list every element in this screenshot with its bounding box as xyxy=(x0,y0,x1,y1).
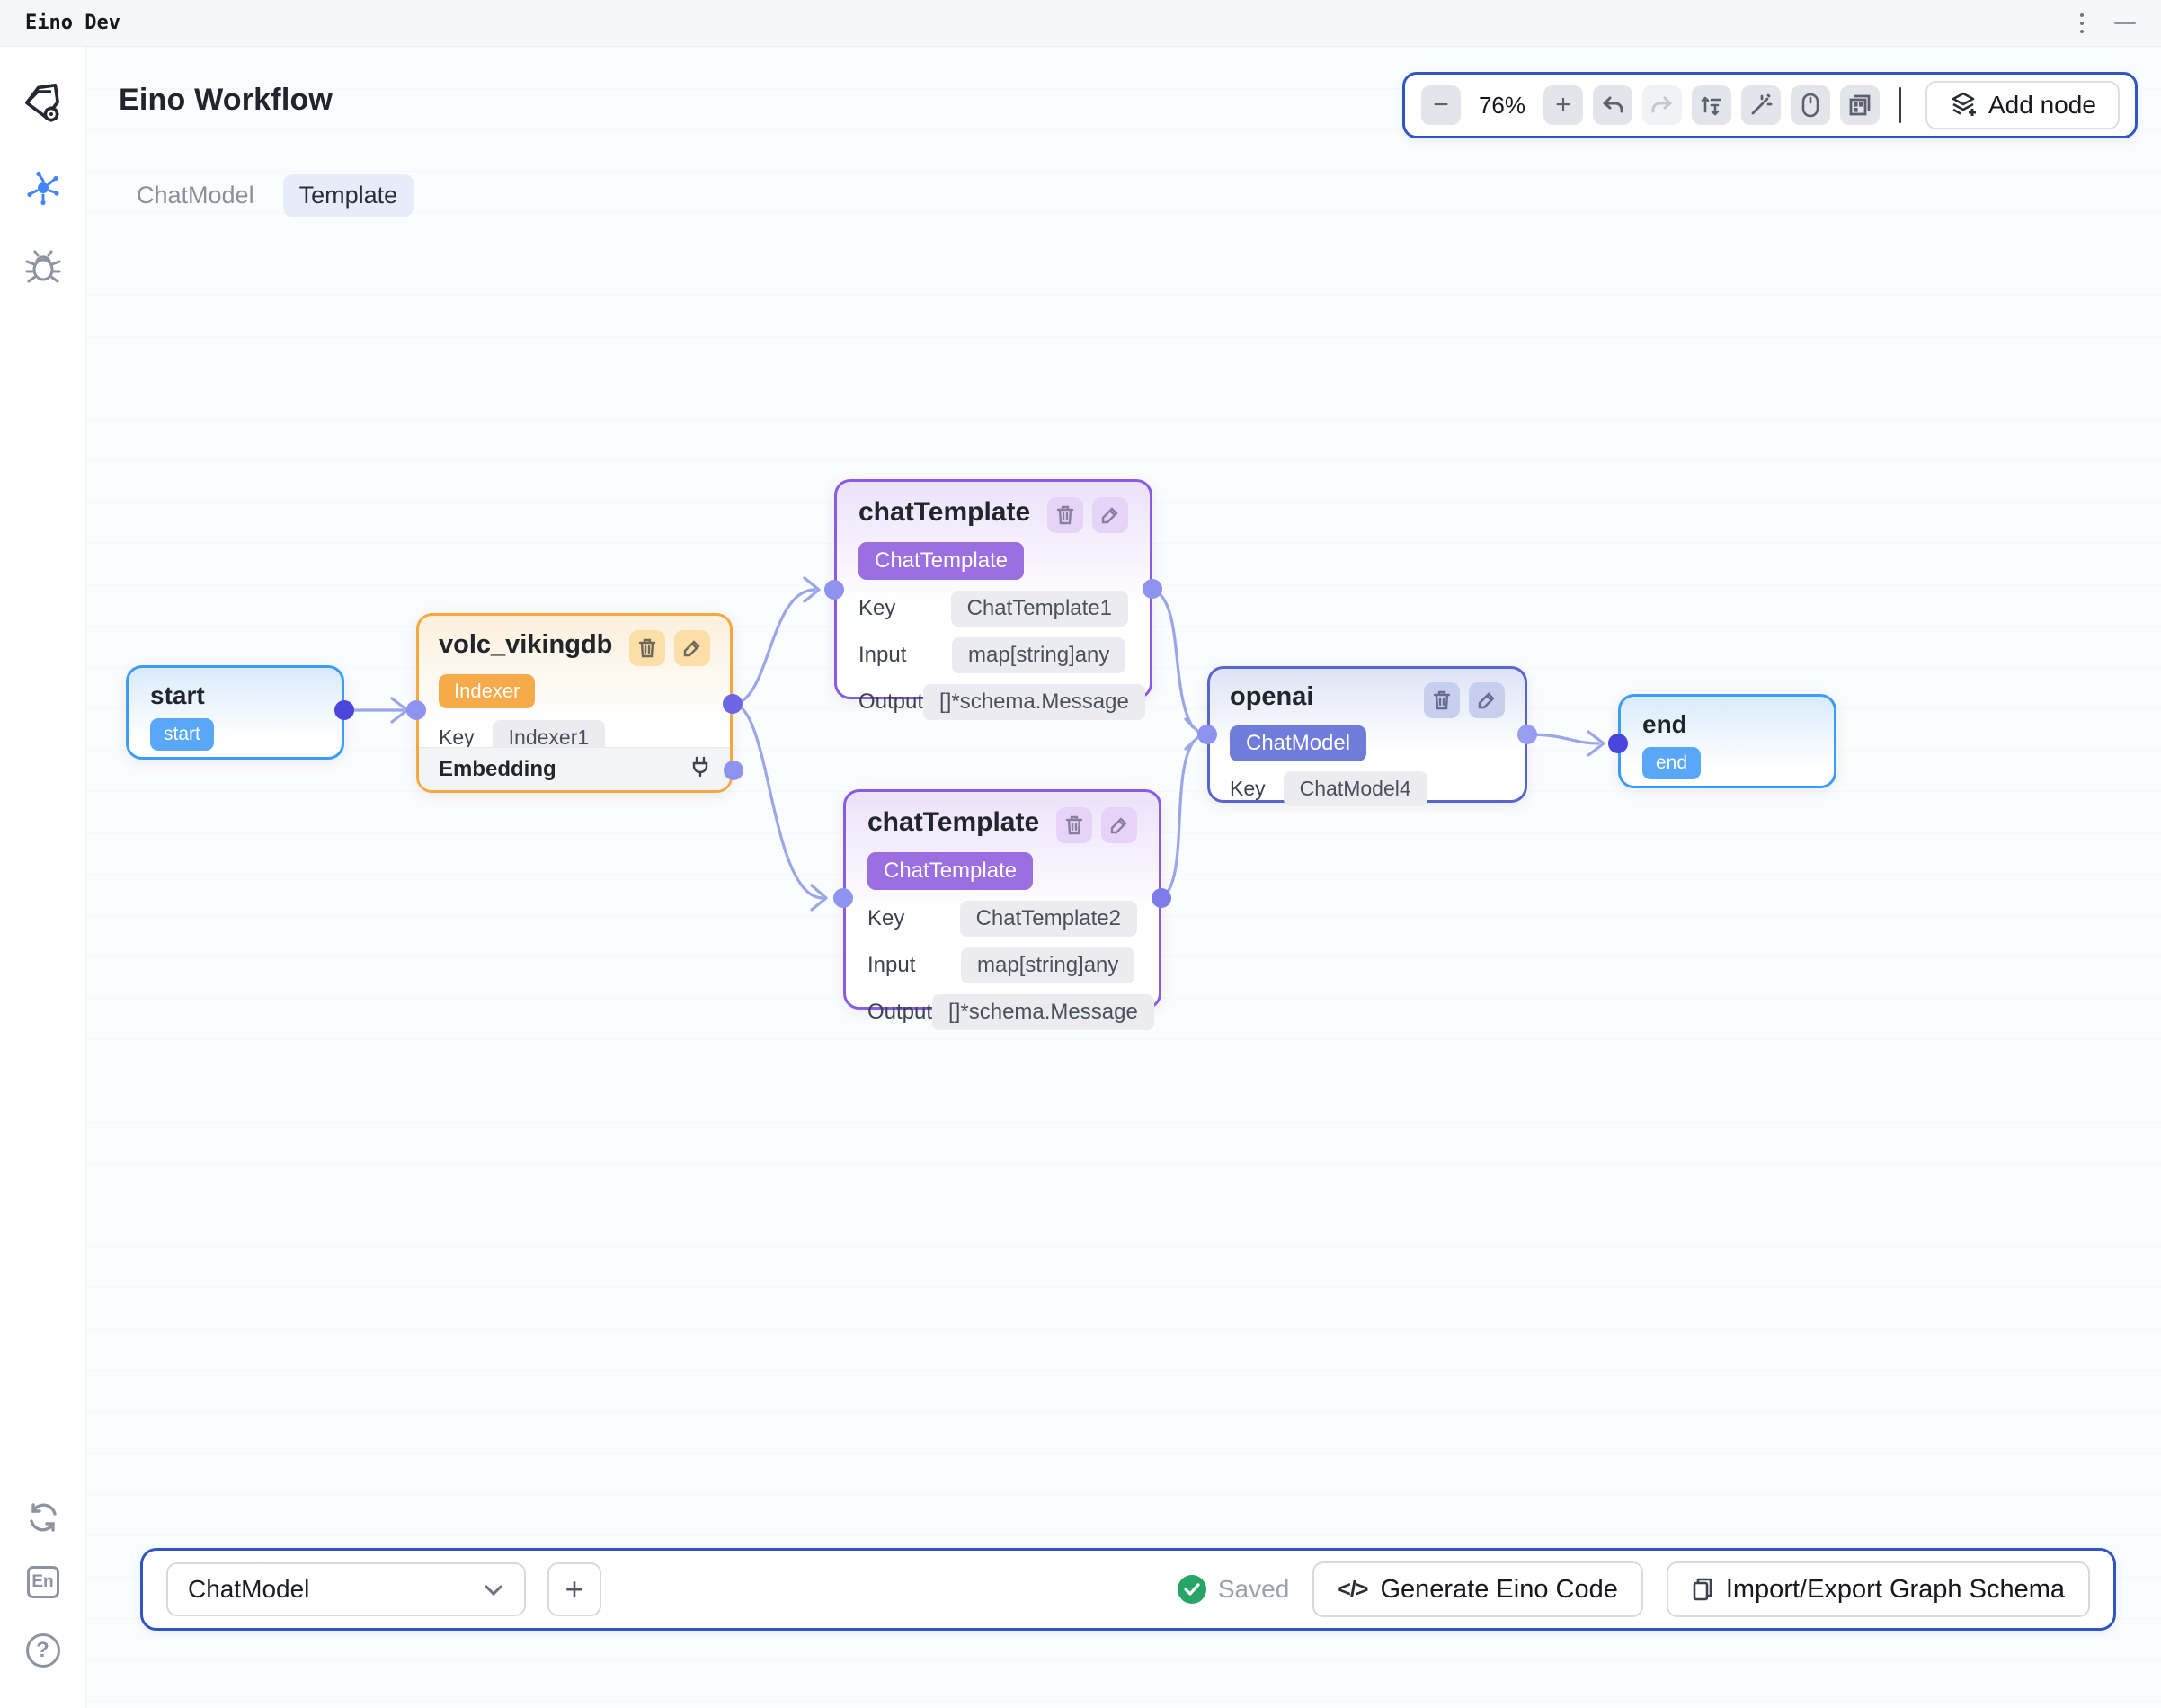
graph-tabs: ChatModel Template xyxy=(120,174,414,217)
output-label: Output xyxy=(858,689,923,715)
key-value: ChatTemplate2 xyxy=(960,901,1137,937)
delete-node-button[interactable] xyxy=(1056,807,1092,843)
toolbar-divider xyxy=(1899,87,1901,123)
page-title: Eino Workflow xyxy=(119,83,333,118)
window-titlebar: Eino Dev xyxy=(0,0,2161,47)
node-type-badge: end xyxy=(1642,747,1701,779)
node-type-badge: ChatTemplate xyxy=(858,542,1024,580)
input-label: Input xyxy=(867,953,961,978)
bottom-toolbar: ChatModel + Saved </> Generate Eino Code… xyxy=(140,1548,2116,1631)
add-node-button[interactable]: Add node xyxy=(1925,81,2120,129)
add-node-label: Add node xyxy=(1988,91,2096,120)
delete-node-button[interactable] xyxy=(1424,682,1460,718)
language-icon[interactable]: En xyxy=(22,1561,65,1604)
node-title: volc_vikingdb xyxy=(439,630,612,660)
generate-eino-code-button[interactable]: </> Generate Eino Code xyxy=(1312,1561,1643,1617)
help-icon[interactable]: ? xyxy=(22,1629,65,1672)
magic-wand-button[interactable] xyxy=(1741,85,1781,125)
node-volc-vikingdb[interactable]: volc_vikingdb Indexer Key Indexer1 Embed… xyxy=(416,613,733,793)
key-label: Key xyxy=(439,725,475,750)
output-value: []*schema.Message xyxy=(932,994,1154,1030)
add-graph-button[interactable]: + xyxy=(547,1562,601,1616)
node-type-badge: ChatModel xyxy=(1230,725,1366,761)
embedding-slot[interactable]: Embedding xyxy=(419,747,730,790)
plug-icon xyxy=(690,756,710,782)
key-label: Key xyxy=(867,906,960,931)
node-chattemplate-1[interactable]: chatTemplate ChatTemplate Key ChatTempla… xyxy=(834,479,1152,699)
app-title: Eino Dev xyxy=(25,12,120,34)
delete-node-button[interactable] xyxy=(1047,497,1083,533)
kebab-menu-icon[interactable] xyxy=(2077,10,2087,37)
left-sidebar: En ? xyxy=(0,47,86,1708)
canvas-toolbar: − 76% + xyxy=(1402,72,2138,138)
node-end[interactable]: end end xyxy=(1618,694,1836,788)
copy-file-icon xyxy=(1692,1577,1713,1602)
minimize-icon[interactable] xyxy=(2114,22,2136,24)
edit-node-button[interactable] xyxy=(674,630,710,666)
output-label: Output xyxy=(867,1000,932,1025)
node-title: openai xyxy=(1230,682,1313,712)
saved-check-icon xyxy=(1178,1575,1206,1604)
key-label: Key xyxy=(1230,777,1266,801)
tab-template[interactable]: Template xyxy=(283,174,414,217)
graph-select[interactable]: ChatModel xyxy=(166,1562,526,1616)
eino-logo-icon xyxy=(22,83,65,126)
output-value: []*schema.Message xyxy=(923,684,1145,720)
node-type-badge: start xyxy=(150,718,214,751)
edit-node-button[interactable] xyxy=(1101,807,1137,843)
code-icon: </> xyxy=(1338,1577,1367,1603)
node-title: start xyxy=(150,681,320,710)
sidebar-item-workflow-graph-icon[interactable] xyxy=(22,167,65,210)
node-type-badge: ChatTemplate xyxy=(867,852,1033,890)
zoom-out-button[interactable]: − xyxy=(1421,85,1461,125)
node-title: chatTemplate xyxy=(858,497,1030,528)
input-value: map[string]any xyxy=(952,637,1125,673)
node-start[interactable]: start start xyxy=(126,665,344,760)
node-title: end xyxy=(1642,710,1812,739)
node-title: chatTemplate xyxy=(867,807,1039,838)
minimap-button[interactable] xyxy=(1840,85,1880,125)
zoom-level: 76% xyxy=(1471,92,1534,120)
graph-select-value: ChatModel xyxy=(188,1575,309,1604)
auto-layout-button[interactable] xyxy=(1692,85,1731,125)
chevron-down-icon xyxy=(483,1575,504,1604)
save-status-label: Saved xyxy=(1218,1575,1289,1604)
key-value: ChatModel4 xyxy=(1284,771,1427,806)
edit-node-button[interactable] xyxy=(1469,682,1505,718)
sidebar-item-debug-bug-icon[interactable] xyxy=(22,245,65,288)
save-status: Saved xyxy=(1178,1575,1289,1604)
mouse-mode-button[interactable] xyxy=(1791,85,1830,125)
redo-button[interactable] xyxy=(1642,85,1682,125)
input-label: Input xyxy=(858,643,952,668)
key-value: ChatTemplate1 xyxy=(951,591,1128,627)
tab-chatmodel[interactable]: ChatModel xyxy=(120,174,271,217)
edit-node-button[interactable] xyxy=(1092,497,1128,533)
zoom-in-button[interactable]: + xyxy=(1543,85,1583,125)
node-type-badge: Indexer xyxy=(439,674,535,708)
input-value: map[string]any xyxy=(961,947,1134,983)
delete-node-button[interactable] xyxy=(629,630,665,666)
key-label: Key xyxy=(858,596,951,621)
node-openai[interactable]: openai ChatModel Key ChatModel4 xyxy=(1207,666,1527,803)
refresh-icon[interactable] xyxy=(22,1496,65,1539)
node-chattemplate-2[interactable]: chatTemplate ChatTemplate Key ChatTempla… xyxy=(843,789,1161,1010)
undo-button[interactable] xyxy=(1593,85,1632,125)
import-export-schema-button[interactable]: Import/Export Graph Schema xyxy=(1667,1561,2090,1617)
